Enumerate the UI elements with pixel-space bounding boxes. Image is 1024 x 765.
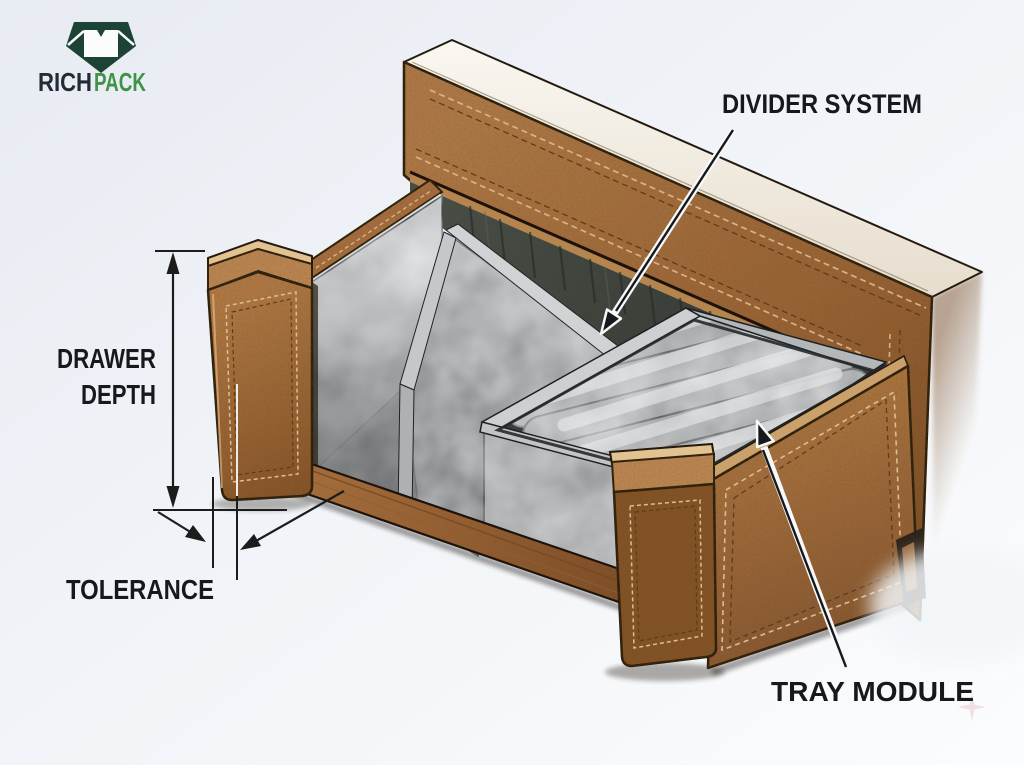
right-post-stitch-dark — [634, 505, 698, 642]
case-bottom-haze — [870, 548, 1024, 664]
left-post-face — [206, 270, 314, 502]
rail-under-shadow — [289, 489, 635, 615]
cushion-roll — [540, 367, 872, 482]
divider-system-arrow — [599, 128, 736, 336]
panel-stitch-outer — [721, 390, 903, 652]
dim-arrowhead-down — [166, 486, 180, 508]
tolerance-dimension — [157, 384, 345, 580]
tolerance-arrow-b-head — [240, 534, 261, 550]
left-wall-lip — [311, 193, 442, 283]
left-post-stitch — [225, 291, 299, 483]
brand-name-second: PACK — [94, 67, 146, 97]
case-top-inner-line — [411, 61, 929, 292]
right-post-stitch — [629, 499, 703, 649]
tolerance-arrow-a-line — [157, 511, 193, 534]
label-divider-system: DIVIDER SYSTEM — [722, 89, 922, 119]
left-post-edge-highlight — [212, 293, 223, 489]
left-post-stitch-dark — [231, 298, 294, 476]
left-wall-shading — [312, 196, 442, 474]
label-drawer-depth-line1: DRAWER — [57, 343, 156, 374]
tolerance-arrow-b-line — [255, 490, 345, 542]
tolerance-arrow-a-head — [185, 525, 206, 542]
sparkle-mark — [958, 693, 986, 721]
label-tolerance: TOLERANCE — [66, 574, 214, 605]
left-wall-rim-stitch — [315, 189, 433, 269]
case-right-shadow — [932, 272, 982, 556]
label-tray-module: TRAY MODULE — [771, 676, 974, 707]
drawer-front-left-post — [206, 239, 314, 511]
right-post-face — [612, 482, 718, 668]
drawer-front-right — [605, 354, 926, 681]
brand-logo: RICH PACK — [38, 22, 146, 97]
post-shadow — [605, 663, 725, 681]
tray-module-arrow — [755, 419, 850, 669]
brand-name-first: RICH — [38, 67, 92, 97]
diamond-gem-icon — [66, 22, 136, 73]
rail-grain — [309, 469, 631, 586]
rail-grain — [301, 477, 625, 596]
cushion-roll — [522, 340, 854, 455]
drawer-depth-dimension — [153, 250, 287, 511]
dim-arrowhead-up — [166, 252, 180, 274]
label-drawer-depth-line2: DEPTH — [81, 379, 156, 410]
left-corner-seam — [312, 282, 318, 474]
